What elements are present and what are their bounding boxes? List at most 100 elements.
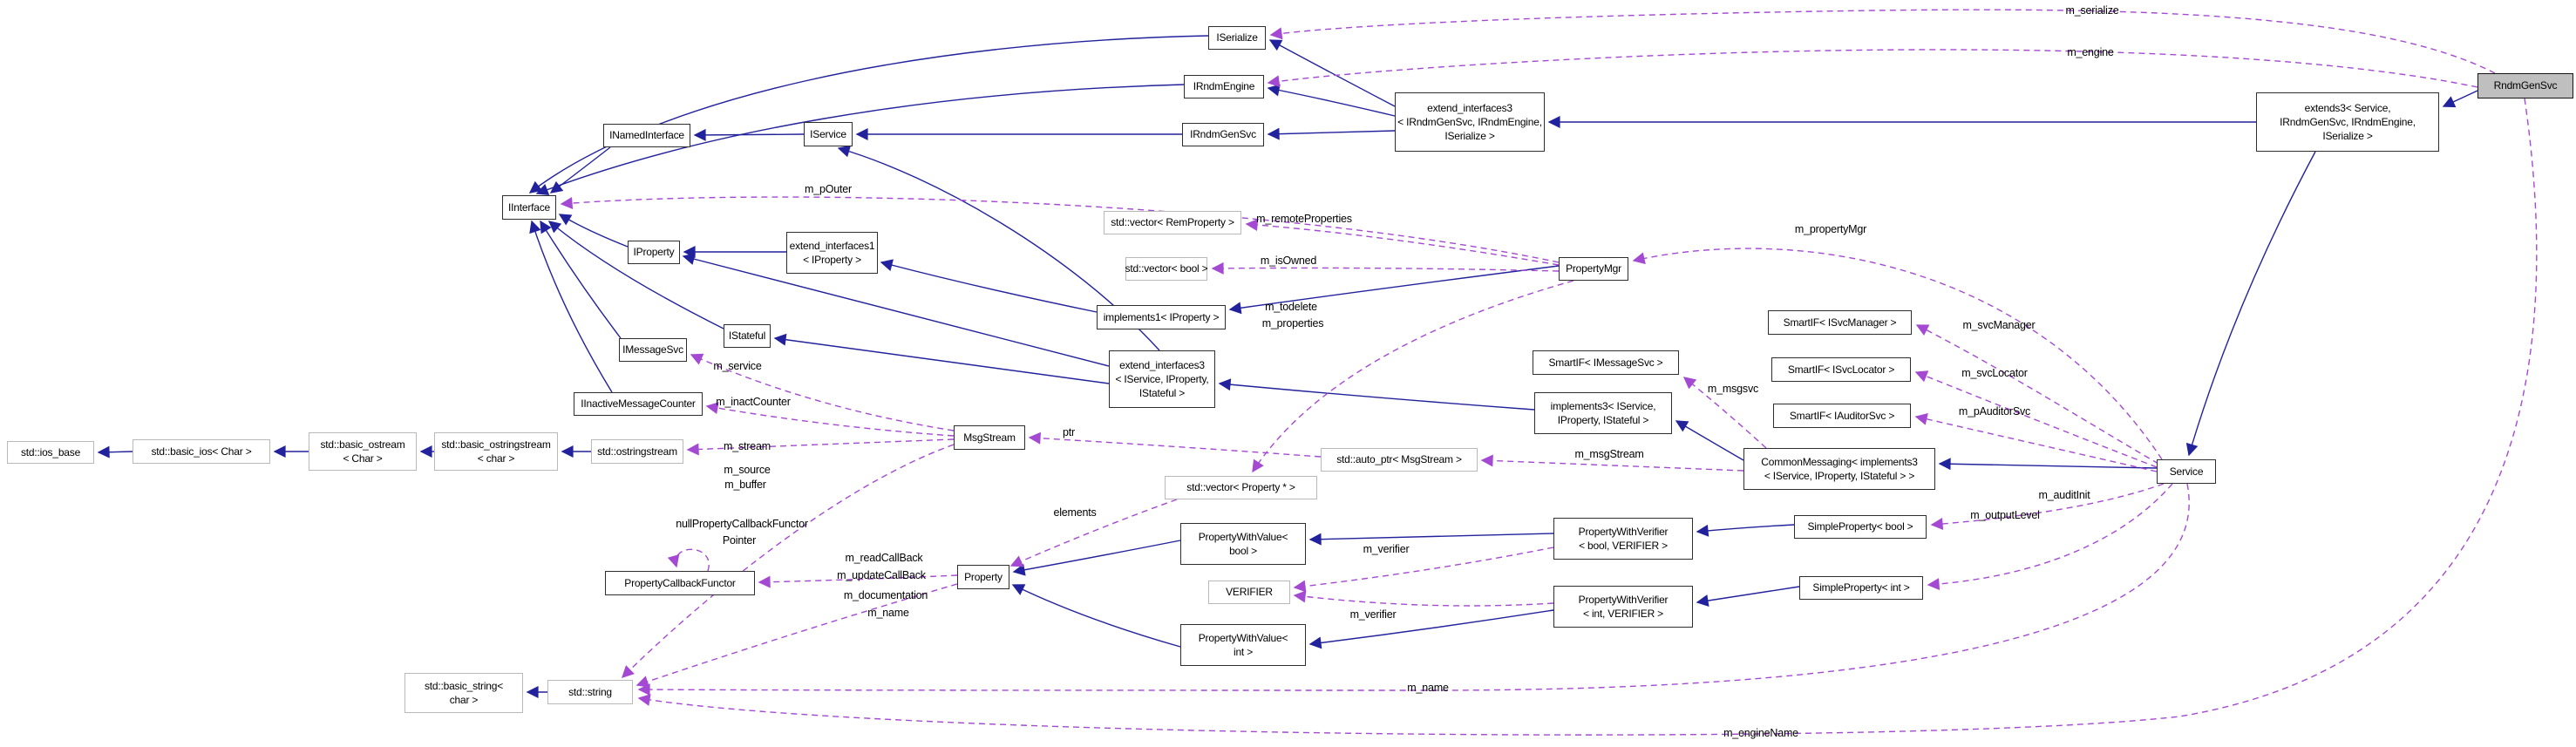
edge-irndmengine-to-iinterface xyxy=(535,84,1185,196)
class-node-label: std::basic_ios< Char > xyxy=(151,445,252,458)
class-node-label: IStateful xyxy=(728,329,766,343)
class-node-imessagesvc[interactable]: IMessageSvc xyxy=(619,338,687,362)
class-node-extif3_svc[interactable]: extend_interfaces3< IService, IProperty,… xyxy=(1109,350,1215,408)
class-node-label: < IService, IProperty, xyxy=(1115,372,1209,385)
edge-extif3_svc-to-iproperty xyxy=(682,253,1110,367)
class-node-smartif_iaudit[interactable]: SmartIF< IAuditorSvc > xyxy=(1773,404,1911,428)
class-node-label: IInactiveMessageCounter xyxy=(581,397,696,411)
class-node-vec_bool[interactable]: std::vector< bool > xyxy=(1125,257,1208,281)
edge-service-to-smartif_iaudit xyxy=(1914,412,2158,472)
class-node-pwv_bool[interactable]: PropertyWithValue<bool > xyxy=(1180,523,1306,565)
class-node-iserialize[interactable]: ISerialize xyxy=(1208,26,1266,50)
edge-propertymgr-to-vec_bool xyxy=(1211,261,1560,275)
class-node-label: int > xyxy=(1233,646,1254,658)
class-node-extends3[interactable]: extends3< Service,IRndmGenSvc, IRndmEngi… xyxy=(2256,92,2439,152)
edge-iservice-to-inamed xyxy=(693,128,805,141)
edge-label: m_verifier xyxy=(1349,608,1397,621)
class-node-string[interactable]: std::string xyxy=(547,680,633,704)
edge-label: m_name xyxy=(867,607,909,619)
class-node-vec_remprop[interactable]: std::vector< RemProperty > xyxy=(1104,211,1241,234)
class-node-label: < IService, IProperty, IStateful > > xyxy=(1764,470,1915,482)
class-node-label: IMessageSvc xyxy=(622,343,683,357)
class-node-label: < Char > xyxy=(343,452,383,465)
class-node-pwver_int[interactable]: PropertyWithVerifier< int, VERIFIER > xyxy=(1553,586,1693,628)
class-node-rndmgensvc[interactable]: RndmGenSvc xyxy=(2477,73,2573,98)
edge-extif3_rndm-to-irndmengine xyxy=(1267,84,1396,117)
class-node-ostringstream[interactable]: std::ostringstream xyxy=(591,439,683,464)
edge-msgstream-to-imessagesvc xyxy=(690,353,955,431)
class-node-label: ISerialize xyxy=(1216,31,1258,44)
class-node-impl3_svc[interactable]: implements3< IService,IProperty, IStatef… xyxy=(1534,392,1672,434)
class-node-inamed[interactable]: INamedInterface xyxy=(603,124,690,147)
class-node-label: extend_interfaces3 xyxy=(1119,358,1205,371)
class-node-simpleprop_int[interactable]: SimpleProperty< int > xyxy=(1799,576,1923,600)
class-node-property[interactable]: Property xyxy=(957,565,1009,589)
edge-label: m_todelete xyxy=(1265,301,1317,313)
class-node-verifier[interactable]: VERIFIER xyxy=(1208,581,1290,604)
class-node-label: std::auto_ptr< MsgStream > xyxy=(1336,453,1462,466)
edge-commonmsg-to-autoptr_msg xyxy=(1480,454,1744,472)
class-node-commonmsg[interactable]: CommonMessaging< implements3< IService, … xyxy=(1743,448,1935,490)
class-node-smartif_isvcloc[interactable]: SmartIF< ISvcLocator > xyxy=(1771,357,1911,382)
edge-label: m_service xyxy=(713,360,762,372)
class-node-basic_ostringstream[interactable]: std::basic_ostringstream< char > xyxy=(434,432,558,471)
class-node-label: < char > xyxy=(477,452,515,465)
class-node-label: Property xyxy=(964,570,1003,583)
class-node-smartif_isvcmgr[interactable]: SmartIF< ISvcManager > xyxy=(1768,310,1912,335)
class-node-label: std::basic_string< xyxy=(424,679,504,692)
edge-propertymgr-to-vec_remprop xyxy=(1245,219,1560,266)
edge-property-to-pcf xyxy=(758,574,958,588)
edge-label: m_isOwned xyxy=(1260,255,1317,267)
class-node-basic_ostream[interactable]: std::basic_ostream< Char > xyxy=(309,432,417,471)
class-node-extif3_rndm[interactable]: extend_interfaces3< IRndmGenSvc, IRndmEn… xyxy=(1395,92,1545,152)
edge-extends3-to-service xyxy=(2185,151,2316,457)
class-node-pcf[interactable]: PropertyCallbackFunctor xyxy=(605,571,755,595)
edge-label: m_properties xyxy=(1261,317,1324,329)
class-node-propertymgr[interactable]: PropertyMgr xyxy=(1559,257,1628,281)
class-node-iinterface[interactable]: IInterface xyxy=(502,195,556,220)
edge-label: m_buffer xyxy=(724,479,766,491)
class-node-simpleprop_bool[interactable]: SimpleProperty< bool > xyxy=(1794,515,1927,539)
edge-pwver_bool-to-verifier xyxy=(1293,547,1554,593)
edge-pwv_bool-to-property xyxy=(1012,540,1181,576)
edge-label: m_propertyMgr xyxy=(1794,223,1867,235)
class-node-basic_string[interactable]: std::basic_string<char > xyxy=(404,673,523,713)
class-node-irndmengine[interactable]: IRndmEngine xyxy=(1184,75,1264,98)
class-node-basic_ios[interactable]: std::basic_ios< Char > xyxy=(133,439,270,464)
edge-label: m_documentation xyxy=(843,589,928,601)
edge-label: m_pOuter xyxy=(805,183,852,195)
class-node-inactive_counter[interactable]: IInactiveMessageCounter xyxy=(574,392,703,416)
edge-extif3_rndm-to-irndmgensvc xyxy=(1267,127,1396,140)
class-node-iproperty[interactable]: IProperty xyxy=(628,241,680,264)
class-node-vec_propptr[interactable]: std::vector< Property * > xyxy=(1165,476,1317,499)
class-node-autoptr_msg[interactable]: std::auto_ptr< MsgStream > xyxy=(1321,448,1478,472)
class-node-service[interactable]: Service xyxy=(2157,459,2216,484)
class-node-istateful[interactable]: IStateful xyxy=(724,324,771,348)
edge-pwv_int-to-property xyxy=(1011,584,1181,648)
class-node-extif1_prop[interactable]: extend_interfaces1< IProperty > xyxy=(786,232,878,274)
class-node-label: PropertyWithVerifier xyxy=(1578,593,1669,606)
class-node-iservice[interactable]: IService xyxy=(804,122,853,146)
class-node-label: implements1< IProperty > xyxy=(1103,310,1220,323)
class-node-pwv_int[interactable]: PropertyWithValue<int > xyxy=(1180,624,1306,666)
edge-service-to-propertymgr xyxy=(1632,248,2163,460)
class-node-label: SmartIF< IMessageSvc > xyxy=(1548,356,1663,369)
class-node-msgstream[interactable]: MsgStream xyxy=(954,425,1025,450)
class-node-label: std::basic_ostringstream xyxy=(441,438,551,451)
class-node-pwver_bool[interactable]: PropertyWithVerifier< bool, VERIFIER > xyxy=(1553,518,1693,560)
edge-rndmgensvc-to-iserialize xyxy=(1269,9,2496,74)
class-node-label: IRndmGenSvc xyxy=(1190,128,1256,141)
edge-vec_propptr-to-property xyxy=(1009,499,1178,567)
class-node-smartif_imsg[interactable]: SmartIF< IMessageSvc > xyxy=(1533,350,1679,375)
class-node-impl1_prop[interactable]: implements1< IProperty > xyxy=(1097,305,1226,329)
edge-inamed-to-iinterface xyxy=(549,146,611,194)
edge-label: m_svcManager xyxy=(1962,319,2036,331)
edge-label: m_svcLocator xyxy=(1961,367,2028,379)
class-node-irndmgensvc[interactable]: IRndmGenSvc xyxy=(1182,123,1264,146)
class-node-ios_base[interactable]: std::ios_base xyxy=(7,441,94,464)
edge-commonmsg-to-smartif_imsg xyxy=(1682,377,1767,449)
edge-label: ptr xyxy=(1063,426,1075,438)
edge-label: elements xyxy=(1053,506,1097,519)
